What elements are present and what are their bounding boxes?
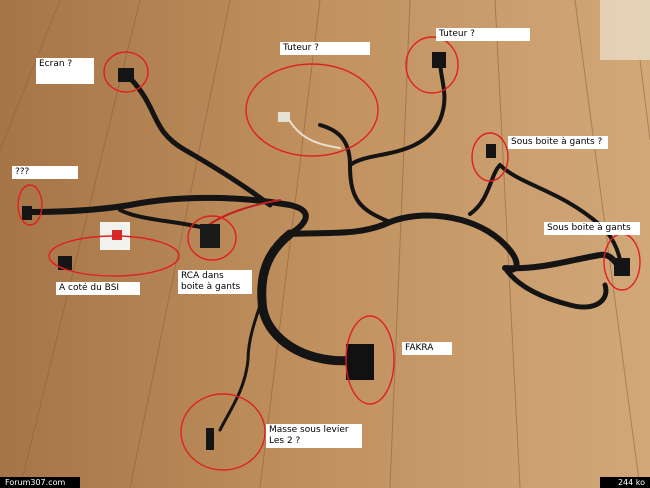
circle-unknown bbox=[17, 184, 43, 226]
connector-sous-boite-1 bbox=[486, 144, 496, 158]
connector-tuteur-white bbox=[278, 112, 290, 122]
circle-fakra bbox=[345, 315, 395, 405]
circle-sous-boite-1 bbox=[471, 132, 509, 182]
cables bbox=[27, 58, 623, 432]
circle-tuteur-main bbox=[245, 63, 379, 157]
label-rca: RCA dans boite à gants bbox=[178, 270, 252, 294]
annotation-circles bbox=[17, 36, 641, 471]
label-tuteur-main: Tuteur ? bbox=[280, 42, 370, 55]
label-sous-boite-2: Sous boite à gants bbox=[544, 222, 640, 235]
circle-rca bbox=[187, 215, 237, 261]
connector-fakra bbox=[346, 344, 374, 380]
connector-unknown bbox=[22, 206, 32, 220]
connector-rca bbox=[200, 224, 220, 248]
connector-tuteur-right bbox=[432, 52, 446, 68]
label-sous-boite-1: Sous boite à gants ? bbox=[508, 136, 608, 149]
connector-red-part bbox=[112, 230, 122, 240]
connector-sous-boite-2 bbox=[614, 258, 630, 276]
circle-bsi bbox=[48, 235, 180, 277]
label-ecran: Ecran ? bbox=[36, 58, 94, 84]
label-tuteur-right: Tuteur ? bbox=[436, 28, 530, 41]
circle-ecran bbox=[103, 51, 149, 93]
label-cote-bsi: A coté du BSI bbox=[56, 282, 140, 295]
label-fakra: FAKRA bbox=[402, 342, 452, 355]
circle-masse bbox=[180, 393, 266, 471]
label-masse: Masse sous levier Les 2 ? bbox=[266, 424, 362, 448]
circle-tuteur-right bbox=[405, 36, 459, 94]
label-unknown: ??? bbox=[12, 166, 78, 179]
footer-size: 244 ko bbox=[600, 477, 650, 488]
connector-ecran bbox=[118, 68, 134, 82]
footer-site: Forum307.com bbox=[0, 477, 80, 488]
connector-masse bbox=[206, 428, 214, 450]
connector-bsi bbox=[58, 256, 72, 270]
window-light bbox=[600, 0, 650, 60]
